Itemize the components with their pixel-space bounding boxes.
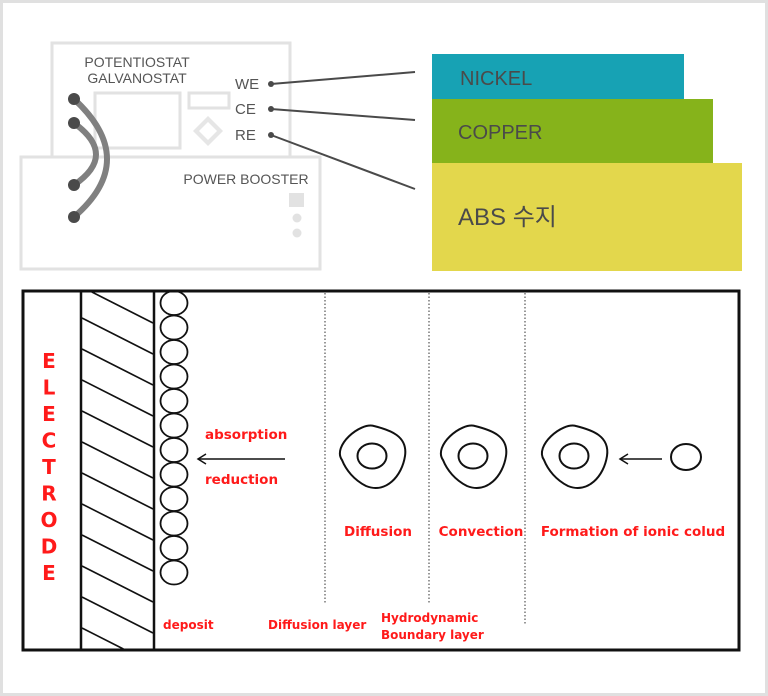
absorption-label: absorption (205, 427, 287, 443)
hatch-line (81, 565, 154, 603)
hatch-line (81, 596, 154, 634)
hatch-line (81, 472, 154, 510)
electrode-letter: C (42, 429, 57, 453)
galvanostat-label: GALVANOSTAT (87, 70, 187, 86)
absorption-arrow (196, 453, 285, 465)
ion-core (457, 442, 489, 470)
ion-core (558, 442, 590, 470)
deposit-particle (159, 559, 189, 586)
stage-formation-label: Formation of ionic colud (541, 524, 725, 540)
booster-led-icon (292, 228, 302, 238)
electrode-letter: L (43, 376, 56, 400)
electrode-letter: D (41, 535, 58, 559)
ce-wire (270, 108, 416, 121)
connector-dot (68, 117, 80, 129)
deposit-particles (159, 290, 189, 586)
connector-dot (68, 179, 80, 191)
layer-abs (432, 163, 742, 271)
deposit-label: deposit (163, 618, 214, 632)
hatch-line (81, 627, 124, 650)
electrode-letter: O (40, 508, 57, 532)
power-booster-body (19, 155, 322, 271)
ion-core (356, 442, 388, 470)
ion-clouds (339, 424, 609, 489)
layer-copper-label: COPPER (458, 122, 542, 144)
hatch-line (81, 317, 154, 355)
material-layers: NICKEL COPPER ABS 수지 (432, 54, 742, 271)
power-booster-unit: POWER BOOSTER (19, 155, 322, 271)
hatch-line (91, 291, 154, 324)
boundary-layer-label: Boundary layer (381, 628, 484, 642)
hatch-line (81, 534, 154, 572)
connector-dot (68, 211, 80, 223)
electrode-letter: T (42, 455, 56, 479)
connection-cables (68, 93, 110, 223)
electrode-letter: R (41, 482, 56, 506)
hatch-line (81, 503, 154, 541)
ion-cloud-outer (339, 424, 407, 489)
layer-nickel-label: NICKEL (460, 68, 532, 90)
diffusion-layer-label: Diffusion layer (268, 618, 366, 632)
re-wire (270, 134, 416, 190)
hatch-pattern (81, 291, 154, 650)
control-slot (187, 91, 231, 110)
hatch-line (81, 441, 154, 479)
cable-inner (72, 120, 99, 188)
hatch-line (81, 379, 154, 417)
power-booster-label: POWER BOOSTER (183, 171, 308, 187)
ion-cloud (440, 424, 508, 489)
layer-copper (432, 99, 713, 163)
terminal-re-label: RE (235, 127, 256, 144)
ion-cloud (541, 424, 609, 489)
formation-arrow (618, 453, 662, 465)
layer-nickel (432, 54, 684, 100)
process-border (21, 289, 741, 652)
hatch-line (81, 410, 154, 448)
terminal-we-label: WE (235, 76, 259, 93)
ion-cloud-outer (541, 424, 609, 489)
free-ion (670, 443, 702, 471)
potentiostat-label: POTENTIOSTAT (84, 54, 190, 70)
we-wire (270, 71, 416, 85)
electrode-letter: E (42, 402, 56, 426)
electrode-letter: E (42, 349, 56, 373)
terminals: WE CE RE (235, 71, 416, 190)
terminal-ce-label: CE (235, 101, 256, 118)
electrode-letter: E (42, 561, 56, 585)
cable-outer (71, 96, 110, 220)
stage-convection-label: Convection (439, 524, 524, 540)
ion-cloud (339, 424, 407, 489)
ion-cloud-outer (440, 424, 508, 489)
booster-switch-icon (289, 193, 304, 207)
dpad-icon (193, 116, 223, 146)
booster-led-icon (292, 213, 302, 223)
hatch-line (81, 348, 154, 386)
connector-dot (68, 93, 80, 105)
hydrodynamic-label: Hydrodynamic (381, 611, 478, 625)
layer-abs-label: ABS 수지 (458, 204, 557, 231)
stage-diffusion-label: Diffusion (344, 524, 412, 540)
reduction-label: reduction (205, 472, 278, 488)
